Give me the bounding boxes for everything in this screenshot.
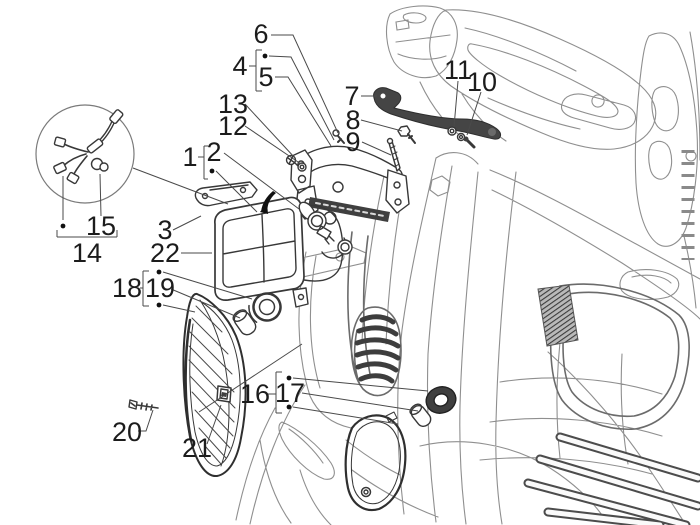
- callout-label-6: 6: [253, 19, 268, 49]
- headlamp-unit: [214, 196, 353, 308]
- bracket-screw-small: [332, 129, 345, 144]
- harness-connector: [53, 161, 67, 175]
- callout-leaders: [56, 34, 482, 445]
- floorboard-ribs: [523, 432, 700, 525]
- harness-connector: [53, 136, 67, 148]
- leader-lines: [56, 34, 482, 445]
- handlebar-fasteners: [447, 126, 476, 149]
- left-signal-bulb: [232, 309, 257, 336]
- right-turn-signal: [344, 386, 457, 512]
- headlamp-lens: [222, 208, 297, 288]
- assembly-dot: [286, 375, 292, 381]
- assembly-dot: [156, 269, 162, 275]
- left-signal-lens: [182, 292, 247, 477]
- callout-label-1: 1: [182, 142, 197, 172]
- left-turn-signal: [128, 292, 282, 477]
- horn-grille-slats: [354, 314, 401, 384]
- mounting-clip: [216, 385, 232, 403]
- exploded-parts: [35, 87, 502, 512]
- scooter-body-secondary: [347, 231, 690, 431]
- scooter-body: [235, 5, 700, 525]
- callout-label-21: 21: [182, 433, 212, 463]
- left-signal-socket-ring: [248, 292, 282, 323]
- harness-connector: [109, 109, 124, 125]
- screw-and-washer: [285, 154, 307, 172]
- assembly-dot: [209, 168, 215, 174]
- callout-label-8: 8: [345, 105, 360, 135]
- callout-label-14: 14: [72, 238, 102, 268]
- callout-label-16: 16: [240, 379, 270, 409]
- stud-9: [386, 137, 401, 172]
- harness-sleeve: [86, 138, 104, 154]
- callout-label-15: 15: [86, 211, 116, 241]
- callout-label-18: 18: [112, 273, 142, 303]
- callout-label-19: 19: [145, 273, 175, 303]
- assembly-dot: [156, 302, 162, 308]
- assembly-dot: [286, 404, 292, 410]
- right-lens-screw-hole: [360, 486, 372, 498]
- harness-connector: [66, 171, 80, 185]
- callout-label-11: 11: [444, 55, 472, 85]
- callout-label-9: 9: [345, 127, 360, 157]
- headlamp-rim: [214, 196, 305, 301]
- detail-circle: [35, 104, 135, 204]
- callout-labels: 1 2 3 4 5 6 7 8 9 10 11 12 13 14 15 16 1…: [72, 19, 497, 463]
- callout-label-12: 12: [218, 111, 248, 141]
- lens-screw: [128, 399, 159, 411]
- wiring-detail: [35, 104, 135, 204]
- handlebar-bracket-bar: [373, 87, 502, 140]
- callout-label-2: 2: [206, 137, 221, 167]
- right-signal-lens: [344, 414, 407, 512]
- assembly-dots: [60, 53, 292, 410]
- callout-label-22: 22: [150, 238, 180, 268]
- callout-label-7: 7: [344, 81, 359, 111]
- callout-label-17: 17: [275, 378, 305, 408]
- direction-arrow: [260, 191, 276, 214]
- headlamp-mount-plate: [194, 181, 258, 207]
- assembly-dot: [60, 223, 66, 229]
- callout-label-3: 3: [157, 215, 172, 245]
- callout-label-13: 13: [218, 89, 248, 119]
- assembly-dot: [262, 53, 268, 59]
- halogen-bulb: [298, 201, 335, 245]
- callout-label-10: 10: [467, 67, 497, 97]
- callout-label-5: 5: [258, 62, 273, 92]
- right-signal-socket-ring: [425, 386, 457, 414]
- bolt-8: [397, 125, 416, 144]
- callout-label-20: 20: [112, 417, 142, 447]
- vent-grille: [537, 284, 579, 347]
- callout-label-4: 4: [232, 51, 247, 81]
